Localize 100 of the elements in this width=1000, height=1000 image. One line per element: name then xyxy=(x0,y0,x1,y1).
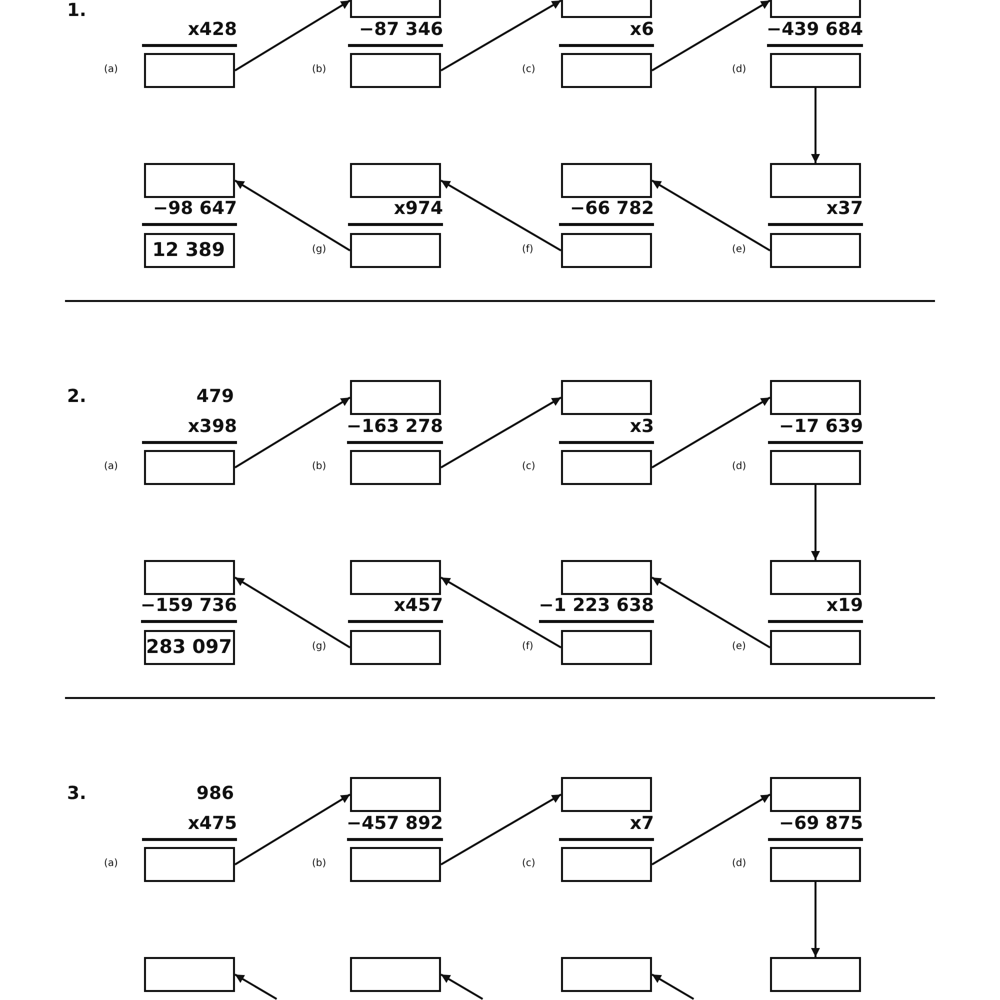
operation-label: x475 xyxy=(142,813,237,841)
arrow xyxy=(652,396,770,468)
arrow xyxy=(440,0,562,72)
operation-label: x457 xyxy=(348,595,443,623)
operation-label: −1 223 638 xyxy=(538,595,654,623)
answer-box xyxy=(561,233,652,268)
step-letter: (d) xyxy=(732,461,746,473)
arrow xyxy=(234,396,351,468)
result-box: 12 389 xyxy=(144,233,235,268)
operation-label: −87 346 xyxy=(348,19,443,47)
operation-label: −66 782 xyxy=(559,198,654,226)
step-letter: (f) xyxy=(522,244,534,256)
answer-box xyxy=(350,53,441,88)
answer-box xyxy=(770,777,861,812)
operation-label: x7 xyxy=(559,813,654,841)
operation-label: −69 875 xyxy=(768,813,863,841)
problem-number: 2. xyxy=(67,386,86,408)
answer-box xyxy=(144,163,235,198)
operation-label: −457 892 xyxy=(346,813,443,841)
arrow xyxy=(440,396,562,468)
step-letter: (e) xyxy=(732,244,746,256)
arrow xyxy=(234,576,351,648)
answer-box xyxy=(350,163,441,198)
answer-box xyxy=(350,560,441,595)
answer-box xyxy=(561,163,652,198)
answer-box xyxy=(350,957,441,992)
arrow xyxy=(652,794,770,866)
arrow xyxy=(440,794,562,866)
arrow xyxy=(234,794,351,866)
step-letter: (a) xyxy=(104,461,118,473)
operation-label: −98 647 xyxy=(142,198,237,226)
operation-label: x428 xyxy=(142,19,237,47)
answer-box xyxy=(770,957,861,992)
answer-box xyxy=(144,450,235,485)
arrow xyxy=(652,974,694,1000)
answer-box xyxy=(770,847,861,882)
arrow xyxy=(811,882,820,957)
answer-box xyxy=(770,560,861,595)
answer-box xyxy=(144,957,235,992)
arrow xyxy=(811,485,820,560)
answer-box xyxy=(770,380,861,415)
operation-label: x37 xyxy=(768,198,863,226)
problem-number: 1. xyxy=(67,0,86,22)
arrow xyxy=(652,180,770,252)
operation-label: x19 xyxy=(768,595,863,623)
step-letter: (b) xyxy=(312,64,326,76)
step-letter: (a) xyxy=(104,858,118,870)
operation-label: x3 xyxy=(559,416,654,444)
arrow xyxy=(234,974,278,1000)
step-letter: (c) xyxy=(522,461,536,473)
answer-box xyxy=(144,560,235,595)
step-letter: (b) xyxy=(312,858,326,870)
operation-label: −439 684 xyxy=(766,19,863,47)
arrow xyxy=(652,576,770,648)
arrow xyxy=(234,0,351,72)
operation-label: x6 xyxy=(559,19,654,47)
answer-box xyxy=(144,53,235,88)
answer-box xyxy=(770,630,861,665)
answer-box xyxy=(144,847,235,882)
step-letter: (e) xyxy=(732,641,746,653)
answer-box xyxy=(770,163,861,198)
step-letter: (d) xyxy=(732,64,746,76)
step-letter: (g) xyxy=(312,244,326,256)
answer-box xyxy=(561,847,652,882)
step-letter: (c) xyxy=(522,858,536,870)
answer-box xyxy=(561,560,652,595)
step-letter: (d) xyxy=(732,858,746,870)
arrow xyxy=(440,180,562,252)
start-number: 986 xyxy=(196,783,234,805)
arrow xyxy=(652,0,770,72)
answer-box xyxy=(350,380,441,415)
operation-label: −17 639 xyxy=(768,416,863,444)
answer-box xyxy=(770,450,861,485)
operation-label: −159 736 xyxy=(140,595,237,623)
answer-box xyxy=(561,380,652,415)
arrow xyxy=(440,974,484,1000)
answer-box xyxy=(561,450,652,485)
answer-box xyxy=(770,233,861,268)
start-number: 479 xyxy=(196,386,234,408)
answer-box xyxy=(350,847,441,882)
step-letter: (g) xyxy=(312,641,326,653)
step-letter: (f) xyxy=(522,641,534,653)
arrow xyxy=(811,88,820,163)
operation-label: x974 xyxy=(348,198,443,226)
answer-box xyxy=(561,630,652,665)
answer-box xyxy=(561,777,652,812)
answer-box xyxy=(561,957,652,992)
step-letter: (b) xyxy=(312,461,326,473)
answer-box xyxy=(561,53,652,88)
operation-label: −163 278 xyxy=(346,416,443,444)
step-letter: (a) xyxy=(104,64,118,76)
answer-box xyxy=(770,53,861,88)
answer-box xyxy=(350,777,441,812)
answer-box xyxy=(350,233,441,268)
arrow xyxy=(440,576,562,648)
step-letter: (c) xyxy=(522,64,536,76)
arrow xyxy=(234,180,351,252)
result-box: 283 097 xyxy=(144,630,235,665)
operation-label: x398 xyxy=(142,416,237,444)
answer-box xyxy=(350,450,441,485)
